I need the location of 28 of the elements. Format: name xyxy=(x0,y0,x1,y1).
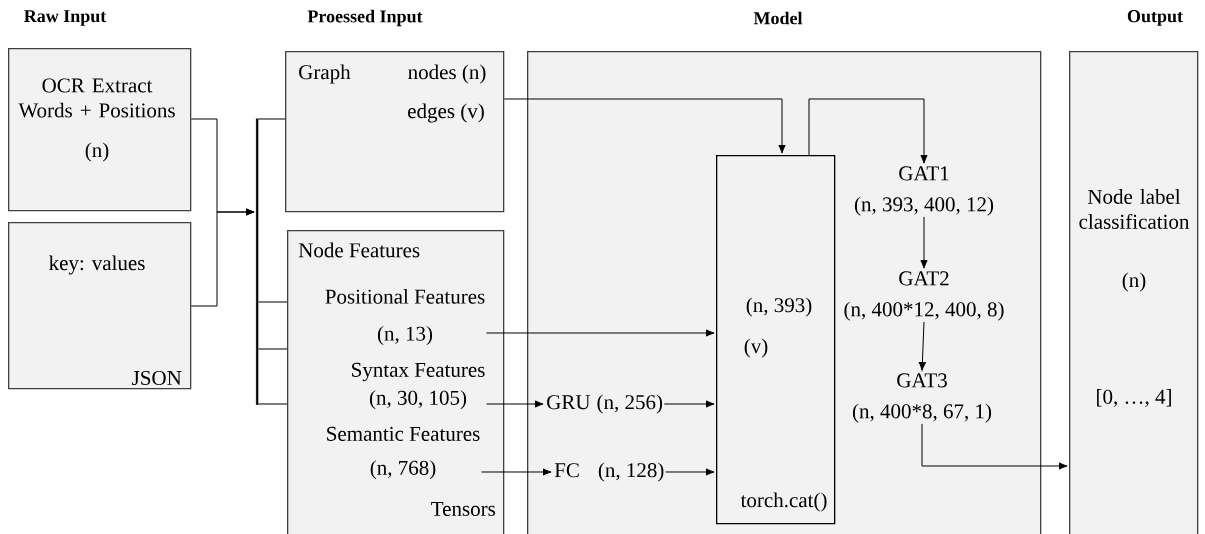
feature-text: Syntax Features (n, 30, 105) xyxy=(352,362,485,410)
output-box: Node label classification (n) [0, …, 4] xyxy=(1069,51,1199,534)
column-heading: Raw Input xyxy=(24,10,107,26)
column-heading: Model xyxy=(753,11,803,25)
layer-text: GRU (n, 256) xyxy=(547,394,663,414)
feature-text: Semantic Features (n, 768) xyxy=(327,426,480,480)
arrow xyxy=(918,321,926,371)
arrow xyxy=(920,216,928,269)
layer-text: FC (n, 128) xyxy=(554,462,664,482)
input-box: OCR Extract Words + Positions (n) xyxy=(8,48,192,212)
arrow xyxy=(481,468,552,476)
arrow xyxy=(503,98,786,154)
layer-text: GAT1 (n, 393, 400, 12) xyxy=(854,166,994,216)
layer-text: GAT3 (n, 400*8, 67, 1) xyxy=(852,373,992,423)
concat-box: (n, 393) (v) torch.cat() xyxy=(716,155,836,525)
arrow xyxy=(808,98,928,164)
column-heading: Proessed Input xyxy=(307,9,423,27)
feature-text: Positional Features (n, 13) xyxy=(325,288,485,345)
arrow xyxy=(190,208,255,307)
input-box: key: values JSON xyxy=(8,222,192,390)
arrow xyxy=(663,400,715,408)
column-heading: Output xyxy=(1127,10,1183,26)
arrow xyxy=(665,468,715,476)
arrow xyxy=(485,329,715,337)
layer-text: GAT2 (n, 400*12, 400, 8) xyxy=(844,271,1004,321)
graph-box: Graph nodes (n) edges (v) xyxy=(285,51,505,213)
arrow xyxy=(921,423,1068,470)
arrow xyxy=(486,400,544,408)
